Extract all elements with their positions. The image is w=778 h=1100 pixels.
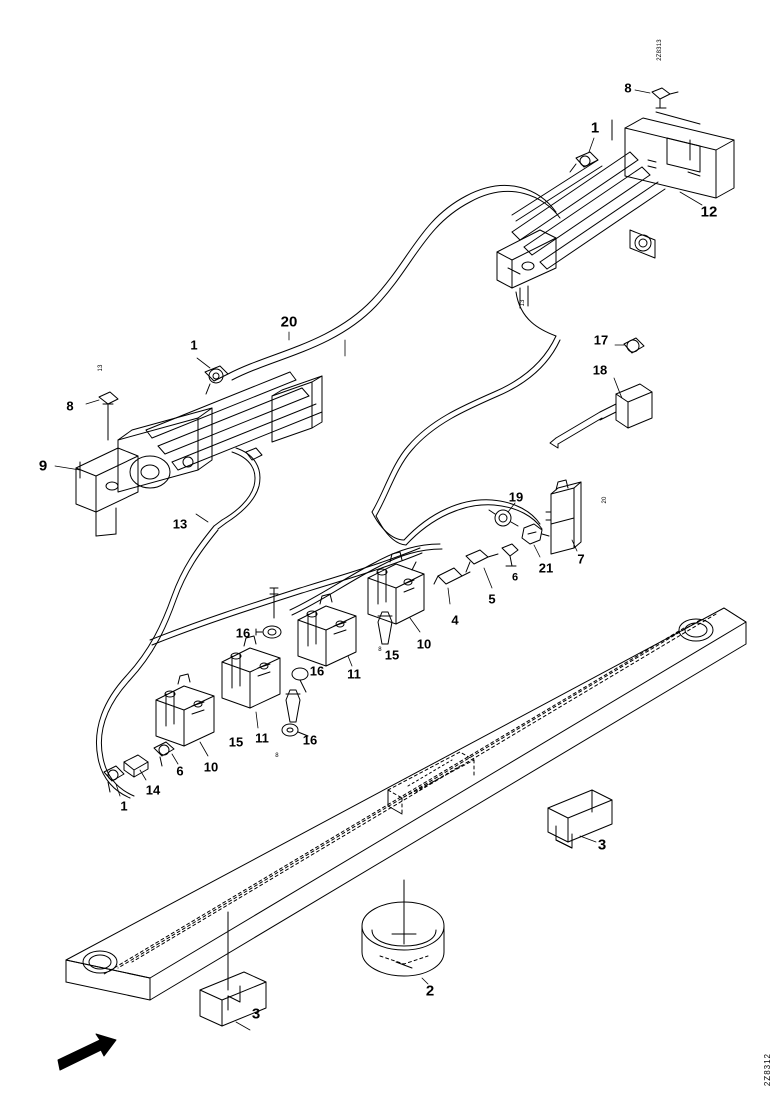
plug-fitting-upper	[255, 625, 282, 639]
lower-manifold-block	[221, 635, 281, 729]
left-cylinder-assembly	[54, 357, 323, 537]
micro-label-20-right: 20	[602, 496, 608, 504]
callout-1-supply-hose: 1	[120, 798, 128, 814]
callout-12-right-barrel: 12	[700, 203, 718, 221]
guide-trough	[361, 879, 445, 985]
callout-10-lower-manifold: 10	[203, 759, 219, 775]
channel-rail-beam	[65, 607, 747, 1001]
callout-9-left-base: 9	[38, 457, 48, 475]
callout-19-restrictor: 19	[508, 489, 524, 505]
lower-left-manifold-block	[155, 673, 215, 757]
callout-6-elbow-right: 6	[511, 571, 519, 584]
callout-16-lower-plug: 16	[302, 732, 318, 748]
callout-8-right-bleed: 8	[624, 80, 632, 96]
micro-label-8-center: 8	[378, 647, 382, 653]
callout-15-upper-bolt: 15	[384, 647, 400, 663]
callout-17-check-seal: 17	[593, 332, 609, 348]
callout-6-elbow-left: 6	[176, 763, 184, 779]
callout-4-connector: 4	[451, 612, 459, 628]
callout-11-lower-manifold: 11	[255, 730, 269, 746]
micro-label-13-right: 13	[520, 299, 526, 307]
bolt-15-upper	[377, 611, 393, 645]
callout-15-lower-bolt: 15	[228, 734, 244, 750]
callout-1-left-cylinder: 1	[190, 337, 198, 353]
callout-1-right-cylinder: 1	[590, 119, 600, 137]
mounting-bracket-right	[547, 789, 613, 849]
bolt-15-lower	[285, 689, 301, 723]
callout-13-short-hose: 13	[172, 516, 188, 532]
callout-3-bracket-right: 3	[597, 836, 607, 854]
upper-right-manifold-block	[367, 551, 425, 633]
micro-label-part-code: 2Z8313	[657, 39, 663, 61]
hose-routing	[95, 185, 561, 799]
check-valve-assembly	[549, 337, 653, 449]
callout-11-center-manifold: 11	[347, 666, 361, 682]
inline-restrictor-fitting	[488, 502, 519, 527]
callout-10-upper-manifold: 10	[416, 636, 432, 652]
callout-14-swivel: 14	[145, 782, 161, 798]
callout-20-hose: 20	[280, 313, 298, 331]
right-valve-group	[433, 337, 653, 605]
callout-18-check-body: 18	[592, 362, 608, 378]
center-manifold-block	[297, 593, 357, 667]
callout-3-bracket-left: 3	[251, 1005, 261, 1023]
manifold-block-cluster	[155, 551, 425, 757]
callout-8-left-bleed: 8	[66, 398, 74, 414]
adapter-fitting	[465, 549, 499, 589]
valve-union-nut	[521, 523, 550, 558]
right-cylinder-assembly	[496, 87, 735, 337]
callout-7-solenoid: 7	[577, 551, 585, 567]
plug-fitting-lower	[281, 723, 309, 737]
callout-16-center-plug: 16	[309, 663, 325, 679]
mounting-bracket-left	[199, 911, 267, 1031]
elbow-fitting-right	[501, 543, 519, 567]
callout-5-adapter: 5	[488, 591, 496, 607]
straight-connector	[433, 567, 471, 605]
callout-21-union-nut: 21	[538, 560, 554, 576]
drawing-code: 2Z8312	[763, 1052, 772, 1086]
micro-label-8-lower: 8	[275, 753, 279, 759]
micro-label-13-left: 13	[98, 364, 104, 372]
forward-direction-arrow	[57, 1033, 117, 1071]
callout-16-upper-plug: 16	[235, 625, 251, 641]
left-lower-fittings	[103, 741, 179, 797]
callout-2-guide-trough: 2	[425, 982, 435, 1000]
plug-fitting-mid	[291, 667, 309, 693]
